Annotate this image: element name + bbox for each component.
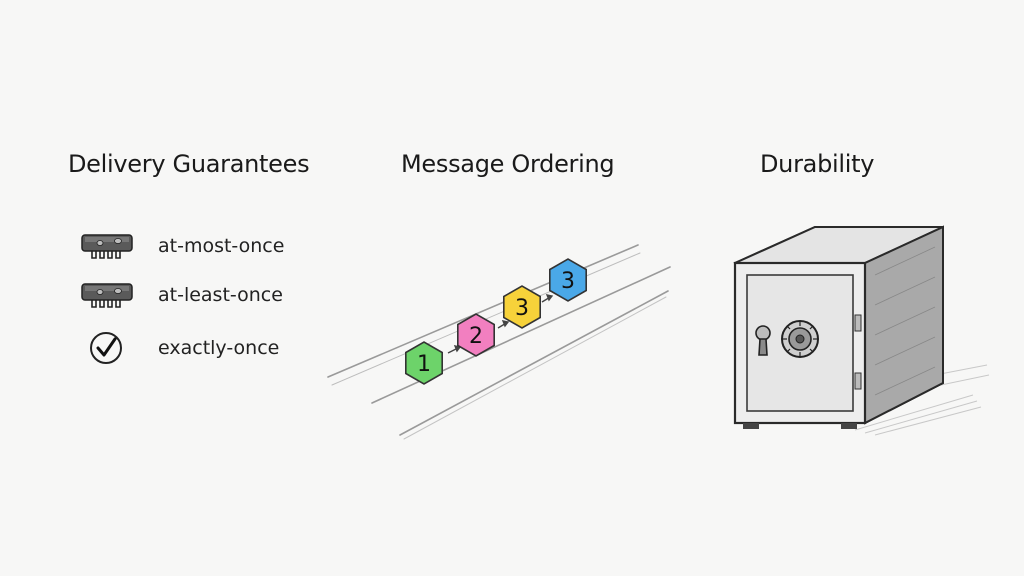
message-number: 2 [469, 324, 483, 349]
guarantee-label: exactly-once [158, 337, 280, 359]
track-lines [327, 244, 671, 440]
safe-handle [755, 325, 771, 356]
guarantee-item-at-least-once: at-least-once [78, 277, 283, 313]
guarantee-item-at-most-once: at-most-once [78, 228, 284, 264]
message-number: 1 [417, 352, 431, 377]
checkmark-circle-icon [78, 330, 148, 366]
chip-icon [78, 277, 148, 313]
message-hexagon [405, 341, 443, 385]
guarantee-label: at-least-once [158, 284, 283, 306]
guarantee-label: at-most-once [158, 235, 285, 257]
message-number: 3 [561, 269, 575, 294]
message-ordering-title: Message Ordering [401, 150, 615, 178]
chip-icon [78, 228, 148, 264]
safe-dial [781, 320, 819, 358]
message-hexagon [503, 285, 541, 329]
durability-title: Durability [760, 150, 875, 178]
delivery-guarantees-title: Delivery Guarantees [68, 150, 310, 178]
guarantee-item-exactly-once: exactly-once [78, 330, 279, 366]
message-number: 3 [515, 296, 529, 321]
message-ordering-illustration: 1 2 3 3 [327, 244, 671, 440]
message-hexagon [549, 258, 588, 302]
safe-icon [733, 225, 990, 436]
message-hexagon [457, 313, 495, 357]
flow-arrows [447, 294, 554, 354]
